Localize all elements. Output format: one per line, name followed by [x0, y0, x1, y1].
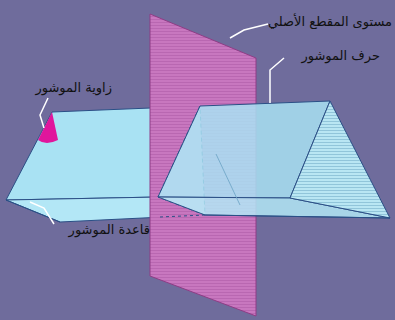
- prism-right: [158, 101, 390, 218]
- part-label: حرف الموشور: [301, 48, 380, 64]
- part-label: قاعدة الموشور: [69, 222, 150, 238]
- part-label: زاوية الموشور: [35, 80, 112, 96]
- part-label: مستوى المقطع الأصلي: [268, 14, 392, 30]
- leader-lines: [30, 24, 284, 224]
